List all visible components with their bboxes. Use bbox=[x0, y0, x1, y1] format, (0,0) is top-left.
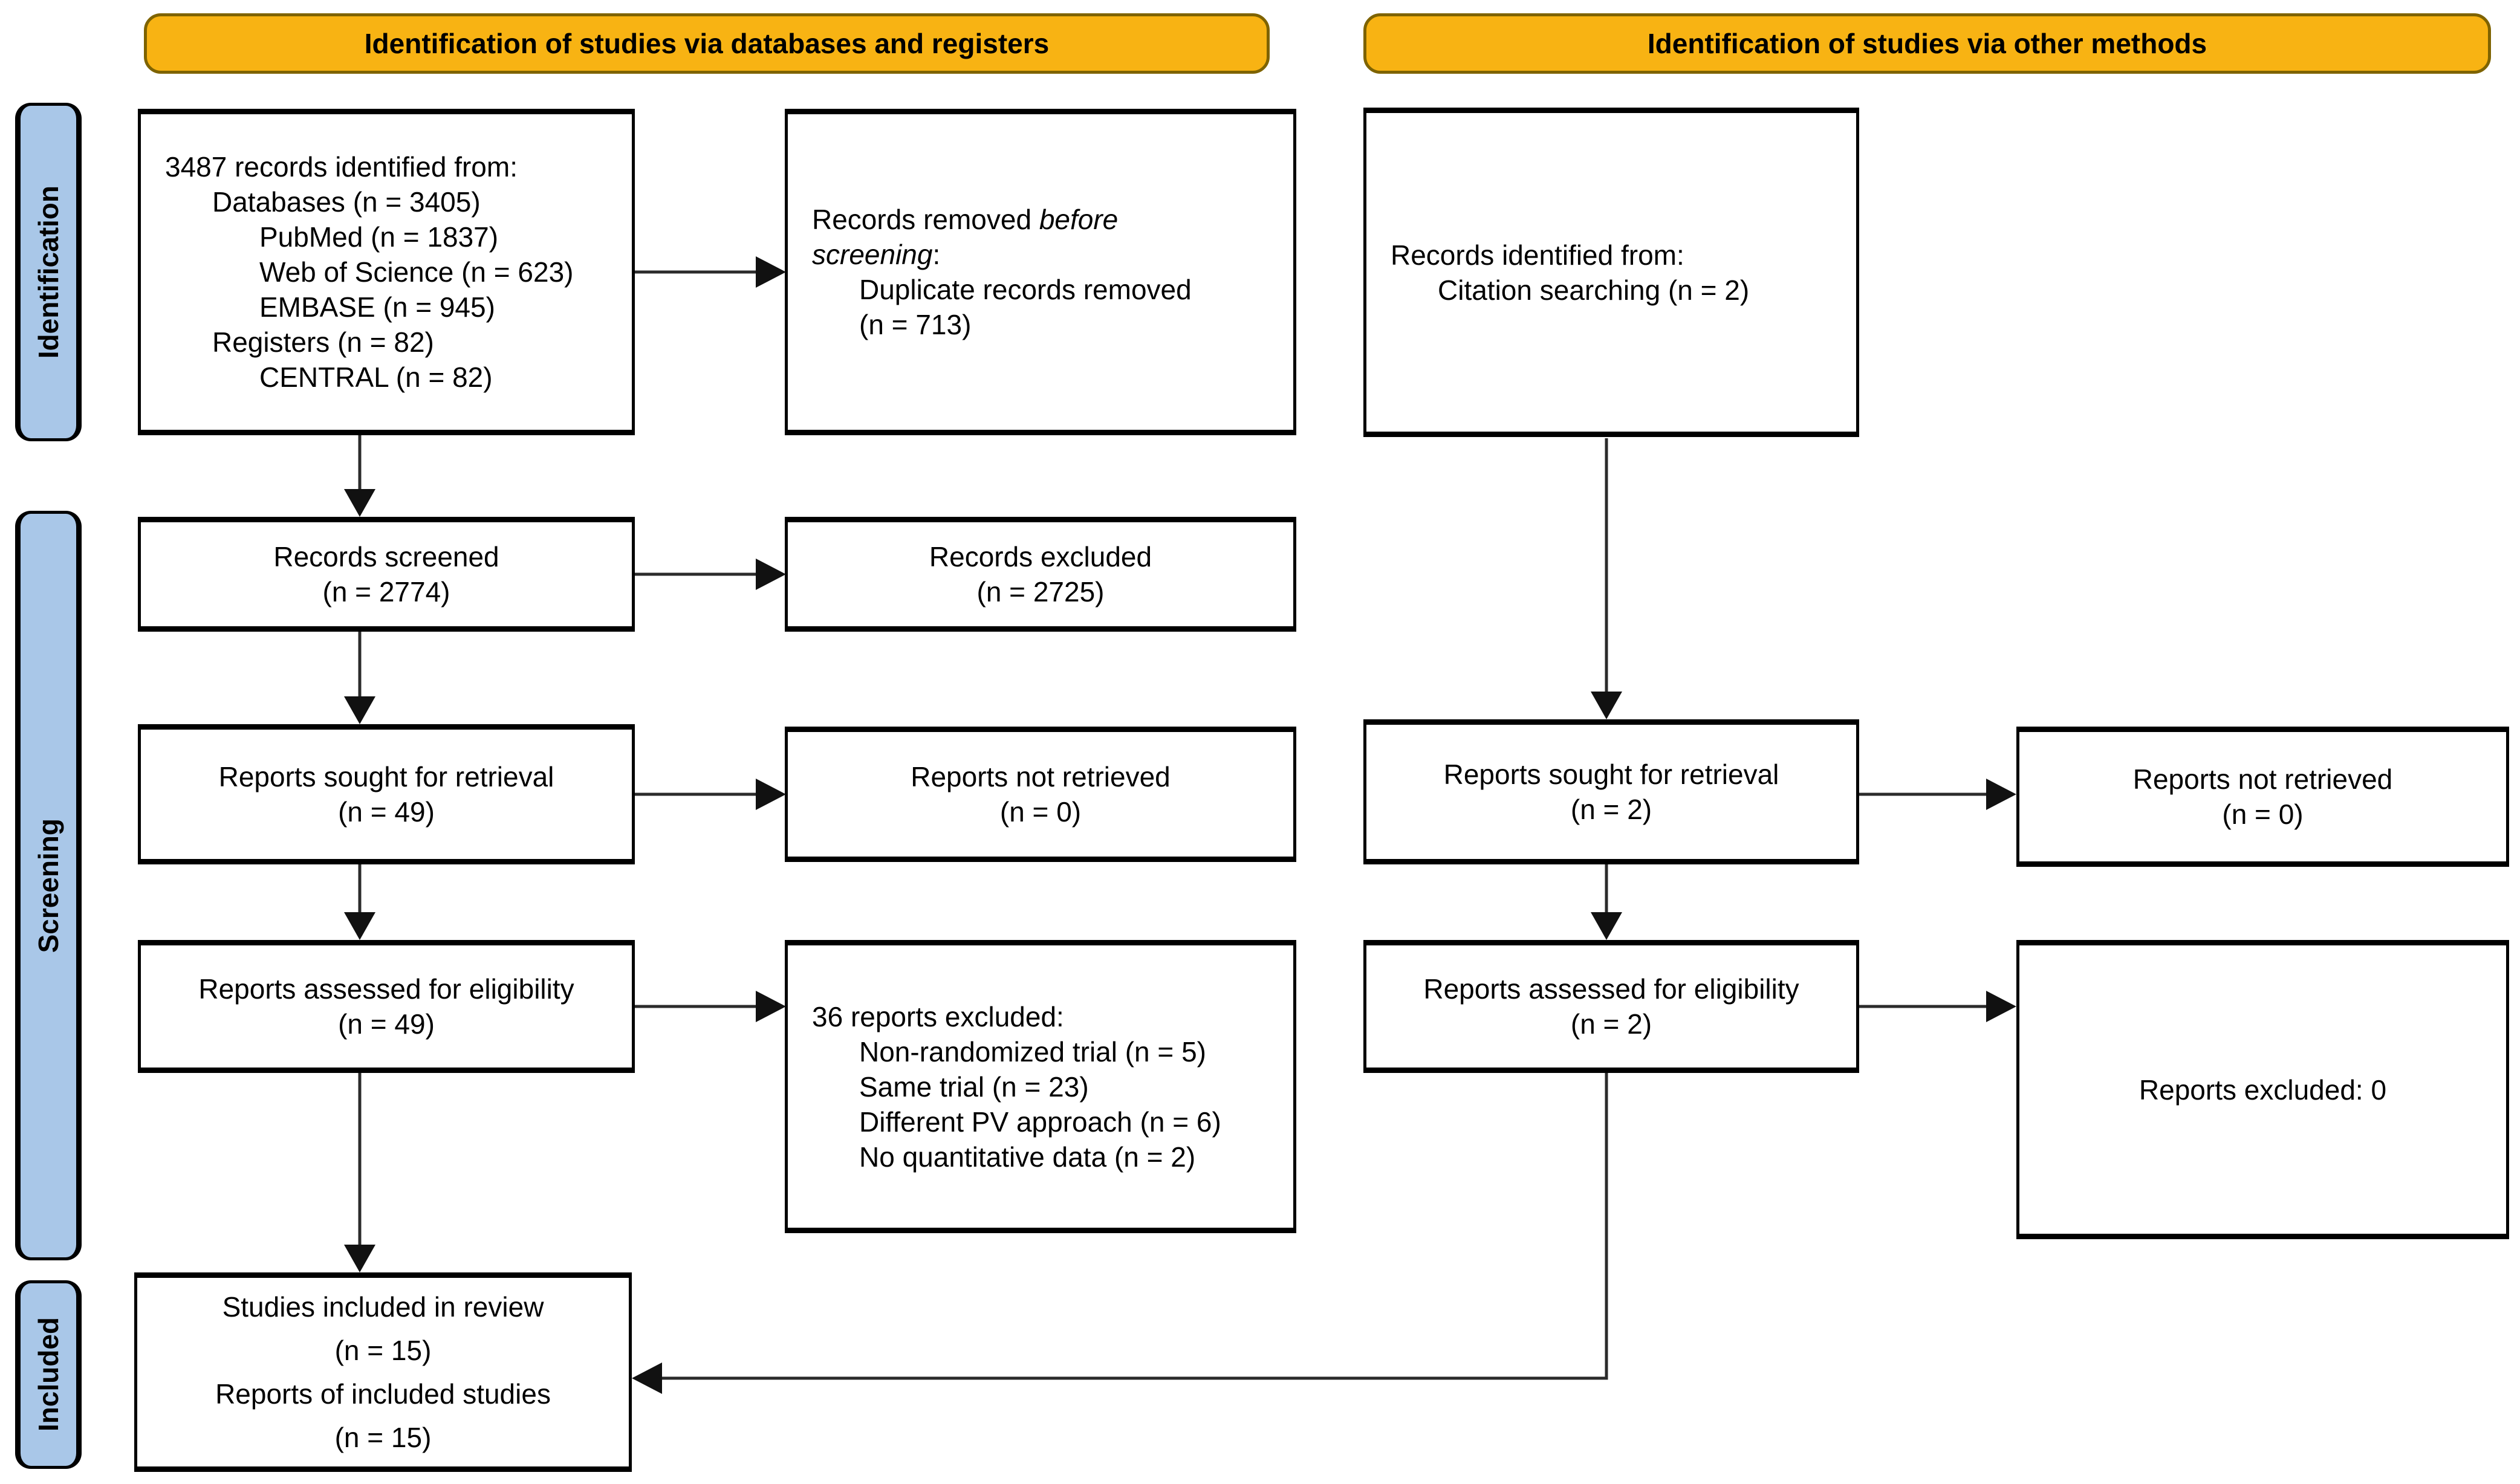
box-text-line: Studies included in review bbox=[222, 1291, 544, 1323]
arrowhead-otheridentified-to-sought bbox=[1591, 692, 1622, 719]
arrowhead-sought-to-assessed bbox=[344, 912, 375, 940]
arrowhead-identified-to-screened bbox=[344, 489, 375, 517]
box-reports-not-retrieved-other: Reports not retrieved (n = 0) bbox=[2016, 727, 2509, 867]
box-records-removed-before-screening: Records removed before screening: Duplicat… bbox=[785, 109, 1296, 435]
box-text-line: (n = 49) bbox=[338, 796, 435, 828]
box-text-line: (n = 0) bbox=[999, 796, 1082, 828]
box-text-line: EMBASE (n = 945) bbox=[259, 291, 495, 323]
arrowhead-assessed-to-included bbox=[344, 1245, 375, 1272]
box-text-line: Reports excluded: 0 bbox=[2138, 1074, 2387, 1106]
box-text-line: CENTRAL (n = 82) bbox=[259, 361, 493, 393]
box-text-line: Reports sought for retrieval bbox=[218, 761, 554, 792]
box-reports-excluded-reasons: 36 reports excluded:Non-randomized trial… bbox=[785, 940, 1296, 1233]
box-text-line: screening: bbox=[812, 239, 941, 270]
phase-label-included: Included bbox=[15, 1280, 82, 1469]
box-text-line: Registers (n = 82) bbox=[212, 326, 434, 358]
box-records-excluded: Records excluded (n = 2725) bbox=[785, 517, 1296, 632]
box-records-screened: Records screened (n = 2774) bbox=[138, 517, 635, 632]
phase-label-included-text: Included bbox=[33, 1317, 64, 1432]
arrowhead-otherassessed-to-included bbox=[632, 1362, 662, 1394]
box-text-line: (n = 0) bbox=[2222, 799, 2304, 830]
box-text-line: 36 reports excluded: bbox=[812, 1000, 1064, 1032]
box-text-line: Databases (n = 3405) bbox=[212, 186, 481, 218]
box-text-line: Same trial (n = 23) bbox=[859, 1071, 1089, 1103]
box-reports-assessed-databases: Reports assessed for eligibility(n = 49) bbox=[138, 940, 635, 1073]
box-text-line: Records excluded bbox=[929, 541, 1152, 572]
box-text-line: (n = 2) bbox=[1570, 794, 1652, 825]
arrowhead-sought-to-notretrieved bbox=[756, 779, 786, 810]
box-studies-included: Studies included in review (n = 15) Report… bbox=[134, 1272, 632, 1472]
arrowhead-identified-to-removed bbox=[756, 256, 786, 288]
phase-label-screening-text: Screening bbox=[33, 818, 64, 953]
arrowhead-otherassessed-to-excluded bbox=[1986, 991, 2016, 1022]
arrowhead-othersought-to-assessed bbox=[1591, 912, 1622, 940]
box-text-line: Non-randomized trial (n = 5) bbox=[859, 1035, 1206, 1068]
box-text-line: (n = 713) bbox=[859, 309, 972, 340]
box-text-line: (n = 15) bbox=[334, 1335, 432, 1366]
box-text-line: (n = 2725) bbox=[976, 576, 1105, 608]
box-text-line: Citation searching (n = 2) bbox=[1438, 274, 1750, 306]
box-text-line: Reports sought for retrieval bbox=[1443, 759, 1779, 790]
box-records-identified-other: Records identified from:Citation searchi… bbox=[1363, 108, 1859, 437]
box-text-line: Reports not retrieved bbox=[2132, 763, 2393, 795]
phase-label-identification: Identification bbox=[15, 103, 82, 441]
box-text-line: Reports assessed for eligibility bbox=[198, 973, 574, 1005]
phase-label-identification-text: Identification bbox=[33, 185, 64, 359]
box-text-line: (n = 2) bbox=[1570, 1008, 1652, 1040]
box-reports-excluded-other: Reports excluded: 0 bbox=[2016, 940, 2509, 1239]
box-text-line: 3487 records identified from: bbox=[165, 151, 518, 183]
box-reports-sought-other: Reports sought for retrieval (n = 2) bbox=[1363, 719, 1859, 864]
box-text-line: (n = 49) bbox=[338, 1008, 435, 1040]
box-reports-assessed-other: Reports assessed for eligibility(n = 2) bbox=[1363, 940, 1859, 1073]
box-text-line: No quantitative data (n = 2) bbox=[859, 1141, 1196, 1173]
box-text-line: (n = 15) bbox=[334, 1422, 432, 1453]
box-text-line: Records identified from: bbox=[1391, 239, 1684, 271]
box-text-line: Reports of included studies bbox=[215, 1378, 551, 1410]
arrowhead-screened-to-sought bbox=[344, 696, 375, 724]
phase-label-screening: Screening bbox=[15, 511, 82, 1260]
box-text-line: (n = 2774) bbox=[322, 576, 450, 608]
header-other-methods: Identification of studies via other meth… bbox=[1363, 13, 2491, 74]
box-text-line: PubMed (n = 1837) bbox=[259, 221, 499, 253]
box-records-identified-databases: 3487 records identified from:Databases (… bbox=[138, 109, 635, 435]
box-text-line: Web of Science (n = 623) bbox=[259, 256, 574, 288]
box-text-line: Reports assessed for eligibility bbox=[1423, 973, 1799, 1005]
box-text-line: Reports not retrieved bbox=[911, 761, 1171, 792]
arrowhead-screened-to-excluded bbox=[756, 559, 786, 590]
header-databases-registers: Identification of studies via databases … bbox=[144, 13, 1270, 74]
box-text-line: Duplicate records removed bbox=[859, 274, 1192, 305]
arrowhead-othersought-to-notretrieved bbox=[1986, 779, 2016, 810]
box-text-line: Records screened bbox=[273, 541, 499, 572]
arrowhead-assessed-to-excludedreasons bbox=[756, 991, 786, 1022]
box-text-line: Records removed before bbox=[812, 204, 1119, 235]
box-reports-not-retrieved-databases: Reports not retrieved (n = 0) bbox=[785, 727, 1296, 862]
box-reports-sought-databases: Reports sought for retrieval (n = 49) bbox=[138, 724, 635, 864]
box-text-line: Different PV approach (n = 6) bbox=[859, 1106, 1221, 1138]
